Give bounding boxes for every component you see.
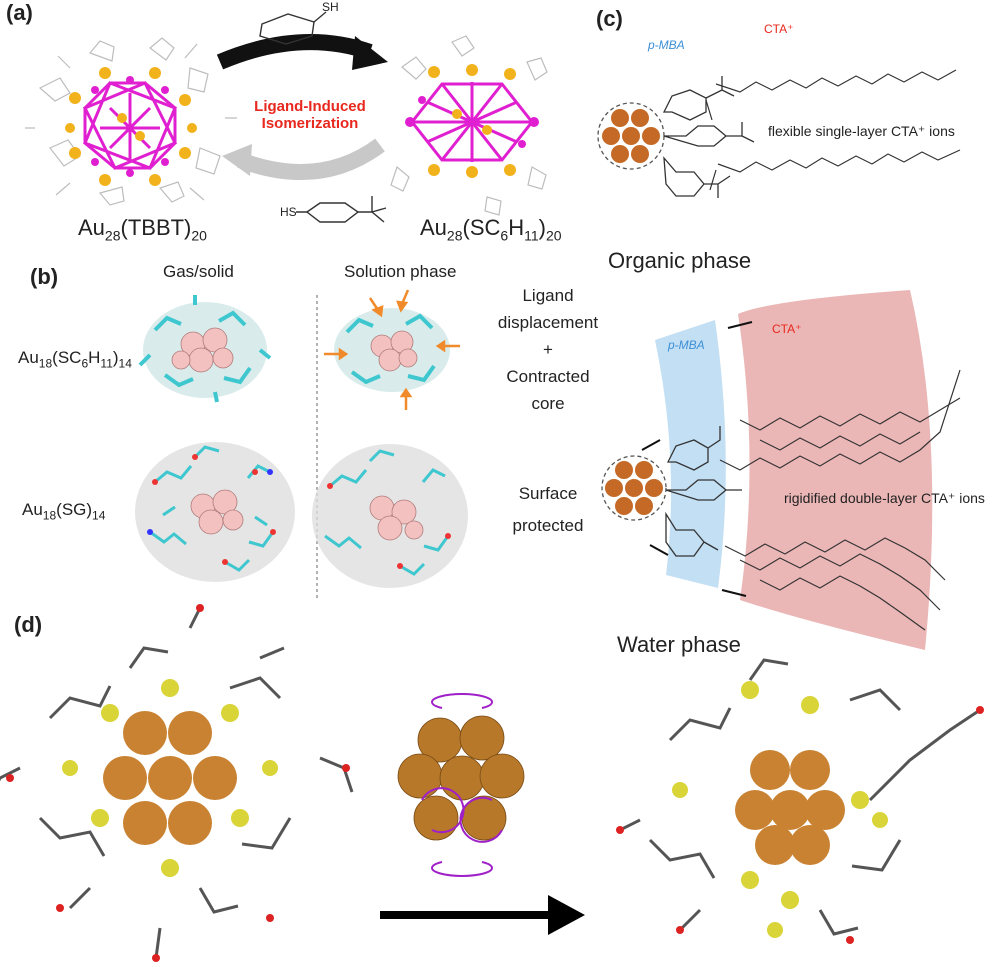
au18-sc6h11-gas-structure [138,295,272,403]
organic-phase-label: Organic phase [608,248,752,273]
transform-arrow-head [548,895,585,935]
bottom-reagent-label: HS [280,205,297,219]
au28-sc6h11-structure [390,35,548,216]
au-cluster-left-structure [0,604,354,962]
au18-sg-formula: Au18(SG)14 [22,500,106,523]
au18-sc6h11-formula: Au18(SC6H11)14 [18,348,132,371]
cta-label-organic: CTA⁺ [764,22,794,36]
au-cluster-right-structure [616,658,984,944]
water-phase-schematic [601,290,961,650]
panel-b-label: (b) [30,264,59,289]
au28-tbbt-structure [25,37,237,206]
top-reagent-label: SH [322,0,339,14]
au-core-rotation-structure [397,693,525,877]
ligand-displacement-note: Ligand displacement + Contracted core [497,286,599,413]
pmba-label-water: p-MBA [668,338,705,352]
au18-sc6h11-solution-structure [324,289,460,410]
cta-label-water: CTA⁺ [772,322,802,336]
double-layer-label: rigidified double-layer CTA⁺ ions [784,490,985,506]
tbu-benzenethiol-structure [296,196,387,223]
au18-sg-gas-structure [135,442,295,582]
single-layer-label: flexible single-layer CTA⁺ ions [768,123,955,139]
surface-protected-note: Surface protected [512,484,584,535]
water-phase-label: Water phase [617,632,741,657]
au18-sg-solution-structure [312,444,468,588]
au28-sc6h11-formula: Au28(SC6H11)20 [420,215,562,244]
au28-tbbt-formula: Au28(TBBT)20 [78,215,207,244]
col-gas-solid: Gas/solid [163,262,234,281]
col-solution-phase: Solution phase [344,262,457,281]
isomerization-label: Ligand-Induced Isomerization [254,98,366,132]
cyclohexanethiol-structure [259,11,327,45]
panel-a-label: (a) [6,0,33,25]
panel-d-label: (d) [14,612,43,637]
panel-c-label: (c) [596,6,623,31]
reverse-arrow [237,138,385,180]
forward-arrow [216,34,373,70]
organic-phase-schematic [597,69,961,198]
pmba-label-organic: p-MBA [648,38,685,52]
